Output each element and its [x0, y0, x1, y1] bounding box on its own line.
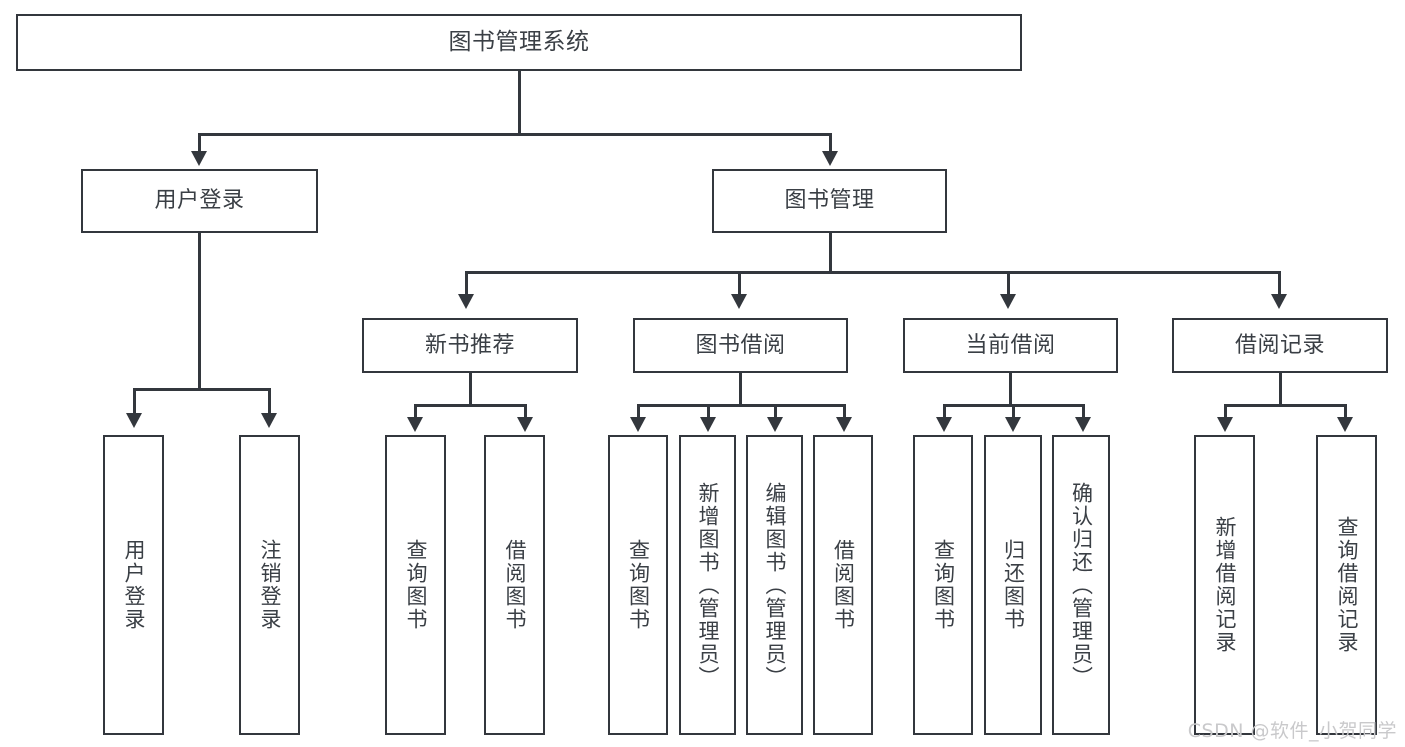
connector-user-login-branch-1 — [133, 388, 136, 415]
leaf-cb-confirm-return[interactable]: 确认归还（管理员） — [1052, 435, 1110, 735]
leaf-label: 归还图书 — [1001, 539, 1026, 631]
leaf-label: 新增借阅记录 — [1212, 516, 1237, 654]
arrowhead-current-borrow — [1000, 294, 1016, 309]
leaf-label: 注销登录 — [257, 539, 282, 631]
node-label: 借阅记录 — [1234, 332, 1325, 358]
connector-bm-branch-borrow-record — [1278, 271, 1281, 296]
connector-user-login-bus — [133, 388, 270, 391]
arrowhead-bb-edit-book — [767, 417, 783, 432]
connector-user-login-branch-2 — [268, 388, 271, 415]
leaf-nb-query-book[interactable]: 查询图书 — [385, 435, 446, 735]
arrowhead-user-login — [191, 151, 207, 166]
node-book-management[interactable]: 图书管理 — [712, 169, 947, 233]
node-new-book-recommend[interactable]: 新书推荐 — [362, 318, 578, 373]
node-borrow-record[interactable]: 借阅记录 — [1172, 318, 1388, 373]
connector-bm-branch-new-book — [465, 271, 468, 296]
connector-nb-branch-2 — [524, 404, 527, 418]
arrowhead-br-add-record — [1217, 417, 1233, 432]
node-book-borrow[interactable]: 图书借阅 — [633, 318, 848, 373]
leaf-bb-add-book[interactable]: 新增图书（管理员） — [679, 435, 736, 735]
leaf-bb-borrow-book[interactable]: 借阅图书 — [813, 435, 873, 735]
node-label: 用户登录 — [154, 188, 245, 214]
connector-borrow-record-bus — [1224, 404, 1346, 407]
arrowhead-leaf-user-login — [126, 413, 142, 428]
node-label: 图书借阅 — [695, 332, 786, 358]
leaf-br-query-record[interactable]: 查询借阅记录 — [1316, 435, 1377, 735]
arrowhead-cb-confirm-return — [1075, 417, 1091, 432]
connector-book-management-stem — [829, 233, 832, 273]
connector-bb-branch-2 — [707, 404, 710, 418]
connector-root-bus — [198, 133, 831, 136]
connector-book-borrow-bus — [637, 404, 845, 407]
leaf-label: 查询图书 — [626, 539, 651, 631]
node-book-management-system[interactable]: 图书管理系统 — [16, 14, 1022, 71]
leaf-nb-borrow-book[interactable]: 借阅图书 — [484, 435, 545, 735]
leaf-label: 查询图书 — [403, 539, 428, 631]
connector-br-branch-1 — [1224, 404, 1227, 418]
connector-new-book-bus — [414, 404, 526, 407]
arrowhead-br-query-record — [1337, 417, 1353, 432]
connector-new-book-stem — [469, 373, 472, 406]
leaf-label: 用户登录 — [121, 539, 146, 631]
node-label: 当前借阅 — [965, 332, 1056, 358]
leaf-br-add-record[interactable]: 新增借阅记录 — [1194, 435, 1255, 735]
connector-cb-branch-2 — [1012, 404, 1015, 418]
leaf-label: 查询图书 — [931, 539, 956, 631]
connector-current-borrow-stem — [1009, 373, 1012, 406]
arrowhead-bb-add-book — [700, 417, 716, 432]
connector-br-branch-2 — [1344, 404, 1347, 418]
leaf-label: 查询借阅记录 — [1334, 516, 1359, 654]
node-user-login[interactable]: 用户登录 — [81, 169, 318, 233]
leaf-label: 借阅图书 — [831, 539, 856, 631]
leaf-label: 编辑图书（管理员） — [762, 481, 787, 689]
node-current-borrow[interactable]: 当前借阅 — [903, 318, 1118, 373]
leaf-user-login[interactable]: 用户登录 — [103, 435, 164, 735]
connector-bb-branch-4 — [843, 404, 846, 418]
csdn-watermark: CSDN @软件_小贺同学 — [1187, 720, 1397, 742]
connector-bm-branch-current-borrow — [1007, 271, 1010, 296]
connector-user-login-stem — [198, 233, 201, 390]
arrowhead-borrow-record — [1271, 294, 1287, 309]
leaf-logout[interactable]: 注销登录 — [239, 435, 300, 735]
arrowhead-borrow-book — [731, 294, 747, 309]
connector-bb-branch-1 — [637, 404, 640, 418]
connector-cb-branch-1 — [943, 404, 946, 418]
node-label: 图书管理系统 — [448, 29, 590, 56]
connector-bm-branch-borrow-book — [738, 271, 741, 296]
node-label: 图书管理 — [784, 188, 875, 214]
leaf-label: 借阅图书 — [502, 539, 527, 631]
node-label: 新书推荐 — [424, 332, 515, 358]
connector-nb-branch-1 — [414, 404, 417, 418]
arrowhead-cb-return-book — [1005, 417, 1021, 432]
arrowhead-new-book — [458, 294, 474, 309]
leaf-cb-query-book[interactable]: 查询图书 — [913, 435, 973, 735]
arrowhead-book-management — [822, 151, 838, 166]
connector-root-to-user-login — [198, 133, 201, 153]
connector-book-borrow-stem — [739, 373, 742, 406]
arrowhead-nb-borrow-book — [517, 417, 533, 432]
leaf-cb-return-book[interactable]: 归还图书 — [984, 435, 1042, 735]
connector-cb-branch-3 — [1082, 404, 1085, 418]
connector-root-to-book-management — [829, 133, 832, 153]
arrowhead-nb-query-book — [407, 417, 423, 432]
connector-borrow-record-stem — [1279, 373, 1282, 406]
arrowhead-leaf-logout — [261, 413, 277, 428]
leaf-label: 确认归还（管理员） — [1069, 481, 1094, 689]
leaf-bb-edit-book[interactable]: 编辑图书（管理员） — [746, 435, 803, 735]
connector-bb-branch-3 — [774, 404, 777, 418]
arrowhead-cb-query-book — [936, 417, 952, 432]
arrowhead-bb-query-book — [630, 417, 646, 432]
arrowhead-bb-borrow-book — [836, 417, 852, 432]
connector-book-management-bus — [465, 271, 1280, 274]
leaf-label: 新增图书（管理员） — [695, 481, 720, 689]
connector-root-stem — [518, 71, 521, 134]
leaf-bb-query-book[interactable]: 查询图书 — [608, 435, 668, 735]
